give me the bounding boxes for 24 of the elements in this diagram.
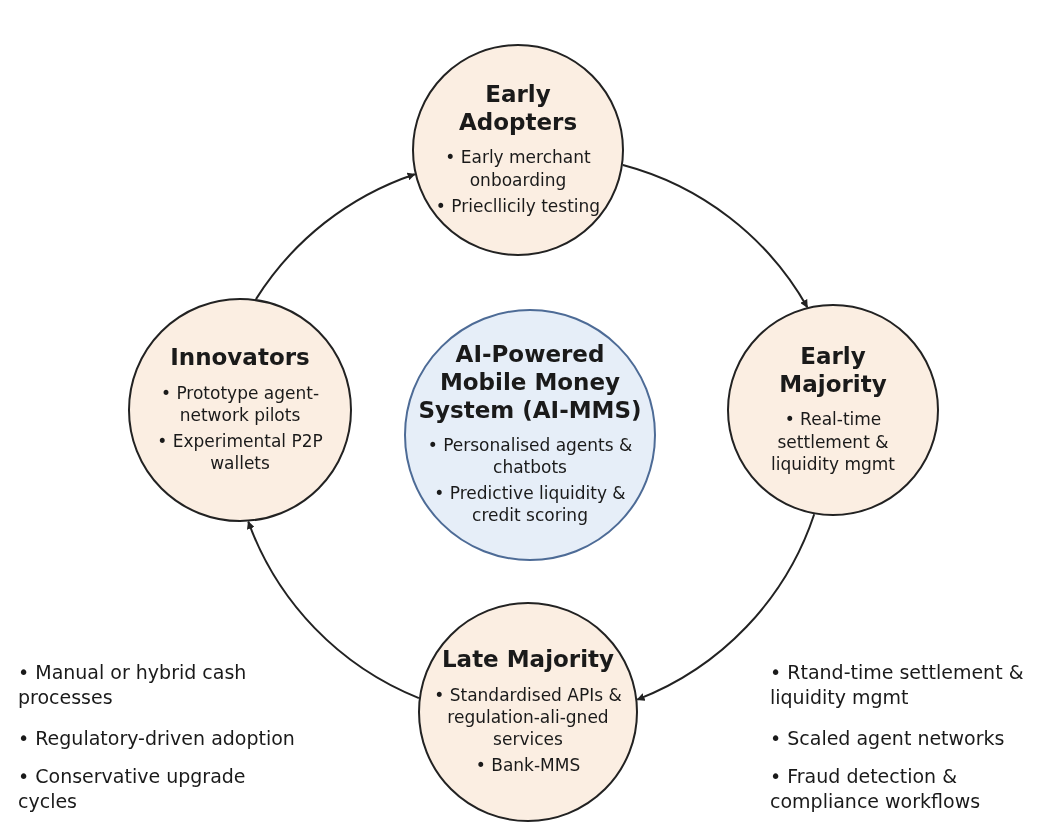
bullet-text: • Standardised APIs & regulation-ali-gned services: [433, 683, 623, 750]
side-bullet-text: • Scaled agent networks: [770, 726, 1006, 751]
bullet-text: • Prototype agent-network pilots: [159, 381, 321, 426]
side-bullet-text: • Rtand-time settlement & liquidity mgmt: [770, 660, 1025, 710]
bullet-text: • Bank-MMS: [475, 753, 581, 776]
side-bullet-text: • Manual or hybrid cash processes: [18, 660, 248, 710]
stage-title: Innovators: [170, 344, 310, 372]
stage-title: Early Majority: [778, 343, 888, 399]
stage-title: Early Adopters: [457, 81, 579, 137]
cycle-arrow: [247, 520, 420, 700]
bullet-text: • Real-time settlement & liquidity mgmt: [770, 408, 896, 475]
bullet-text: • Predictive liquidity & credit scoring: [433, 482, 627, 527]
side-bullet-text: • Conservative upgrade cycles: [18, 764, 247, 814]
bullet-text: • Priecllicily testing: [435, 194, 601, 217]
stage-title: Late Majority: [441, 646, 615, 674]
bullet-text: • Personalised agents & chatbots: [426, 434, 634, 479]
stage-title: AI-Powered Mobile Money System (AI-MMS): [417, 341, 643, 425]
cycle-arrow: [255, 173, 416, 301]
bullet-text: • Early merchant onboarding: [444, 146, 592, 191]
cycle-arrow: [636, 513, 816, 701]
bullet-text: • Experimental P2P wallets: [156, 429, 324, 474]
side-bullet-text: • Regulatory-driven adoption: [18, 726, 296, 751]
cycle-arrow: [621, 164, 809, 309]
side-bullet-text: • Fraud detection & compliance workflows: [770, 764, 982, 814]
